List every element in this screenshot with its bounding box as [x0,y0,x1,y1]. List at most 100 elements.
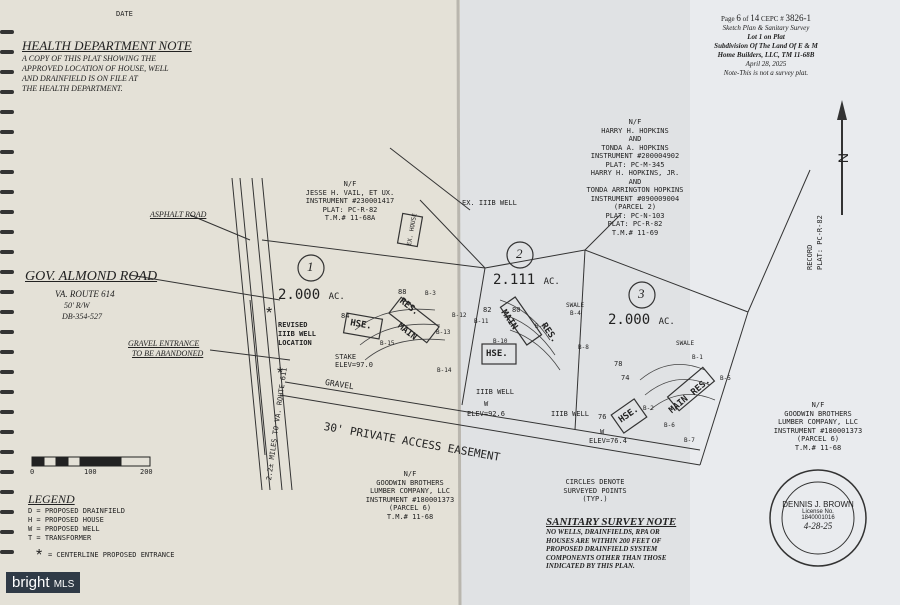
stake-line: STAKE [335,353,357,361]
page-number: 6 [736,13,741,23]
legend-centerline: = CENTERLINE PROPOSED ENTRANCE [48,551,175,559]
owner-line: T.M.# 11-68 [386,512,434,521]
scale-label: 100 [84,468,97,476]
legend-item: W = PROPOSED WELL [28,525,100,533]
house-label: HSE. [486,349,508,359]
owner-line: PLAT: PC-M-345 [605,160,665,169]
health-note-line: APPROVED LOCATION OF HOUSE, WELL [22,64,169,73]
contour-label: 78 [614,360,623,368]
boring-label: B-5 [720,375,731,382]
page-total: 14 [750,13,760,23]
watermark-suffix: MLS [53,579,75,590]
sanitary-survey-note: SANITARY SURVEY NOTE NO WELLS, DRAINFIEL… [546,516,676,571]
boring-label: B-15 [380,340,395,347]
boring-label: B-13 [436,329,451,336]
owner-line: N/F [811,401,825,409]
swale-label: SWALE [566,302,585,309]
road-right-of-way: 50' R/W [64,301,90,310]
boring-label: B-2 [643,405,654,412]
boring-label: B-4 [570,310,581,317]
owner-line: INSTRUMENT #230001417 [305,197,395,205]
owner-line: LUMBER COMPANY, LLC [777,418,859,426]
boring-label: B-6 [664,422,675,429]
elevation-label: ELEV=76.4 [589,437,627,445]
well-label: IIIB WELL [476,388,514,396]
well-marker: W [484,400,489,408]
lot-number: 2 [516,246,523,261]
owner-line: AND [628,135,642,143]
seal-date: 4-28-25 [803,521,833,531]
contour-label: 88 [398,288,407,296]
owner-line: JESSE H. VAIL, ET UX. [305,188,395,197]
gravel-entrance-label: GRAVEL ENTRANCE [128,339,200,348]
lot-number: 3 [638,286,645,301]
existing-well-label: EX. IIIB WELL [462,199,517,207]
owner-line: INSTRUMENT #090009004 [590,194,680,203]
circles-note-line: CIRCLES DENOTE [565,478,625,486]
watermark-brand: bright [12,574,50,591]
boring-label: B-8 [578,344,589,351]
sanitary-note-line: COMPONENTS OTHER THAN THOSE [546,553,667,562]
owner-line: HARRY H. HOPKINS, JR. [590,169,680,177]
owner-line: (PARCEL 6) [388,504,432,512]
owner-line: T.M.# 11-68A [324,214,376,222]
engineer-seal: DENNIS J. BROWN License No. 1840001016 4… [782,500,854,531]
owner-line: AND [628,177,642,186]
record-plat-line: PLAT: PC-R-82 [816,215,824,270]
legend: LEGEND D = PROPOSED DRAINFIELD H = PROPO… [28,492,125,543]
cepc-label: CEPC # [760,15,784,23]
owner-goodwin-bottom: N/F GOODWIN BROTHERS LUMBER COMPANY, LLC… [345,470,475,521]
owner-line: (PARCEL 2) [613,203,657,211]
scale-label: 0 [30,468,35,476]
stake-label: STAKE ELEV=97.0 [335,353,373,369]
lot-area-unit: AC. [658,317,675,327]
legend-item: D = PROPOSED DRAINFIELD [28,507,125,515]
owner-line: GOODWIN BROTHERS [784,409,852,418]
north-arrow-label: N [835,152,852,164]
revised-well-label: REVISED IIIB WELL LOCATION [278,321,316,348]
owner-line: PLAT: PC-R-82 [322,205,378,214]
owner-hopkins: N/F HARRY H. HOPKINS AND TONDA A. HOPKIN… [560,118,710,237]
lot-number: 1 [307,259,314,274]
lot-area-unit: AC. [328,292,345,302]
svg-text:*: * [36,547,42,564]
boring-label: B-9 [535,323,546,330]
asphalt-road-label: ASPHALT ROAD [150,210,207,219]
owner-line: N/F [343,180,357,188]
owner-goodwin-right: N/F GOODWIN BROTHERS LUMBER COMPANY, LLC… [758,401,878,452]
svg-text:*: * [277,365,283,382]
brightmls-watermark: bright MLS [6,572,81,593]
contour-label: 74 [621,374,630,382]
title-line: Note-This is not a survey plat. [723,69,809,77]
sanitary-note-line: INDICATED BY THIS PLAN. [546,562,635,570]
boring-label: B-10 [493,338,508,345]
sanitary-note-line: HOUSES ARE WITHIN 200 FEET OF [546,536,662,545]
lot-area: 2.111 AC. [493,272,560,288]
owner-line: LUMBER COMPANY, LLC [369,487,451,495]
contour-label: 84 [341,312,350,320]
owner-line: GOODWIN BROTHERS [376,478,444,487]
contour-label: 76 [598,413,607,421]
health-note-line: AND DRAINFIELD IS ON FILE AT [22,74,138,83]
legend-item: H = PROPOSED HOUSE [28,516,104,524]
title-line: April 28, 2025 [745,60,787,68]
legend-title: LEGEND [28,492,75,506]
title-block: Page 6 of 14 CEPC # 3826-1 Sketch Plan &… [706,14,826,78]
lot-area: 2.000 AC. [608,312,675,328]
circles-note: CIRCLES DENOTE SURVEYED POINTS (TYP.) [550,478,640,504]
owner-line: T.M.# 11-68 [794,443,842,452]
road-deed-book: DB-354-527 [62,312,102,321]
gravel-entrance-label: TO BE ABANDONED [132,349,204,358]
title-line: Home Builders, LLC, TM 11-68B [717,51,815,59]
owner-line: INSTRUMENT #180001373 [365,495,455,504]
revised-well-line: IIIB WELL [278,330,316,338]
swale-label: SWALE [676,340,695,347]
owner-line: (PARCEL 6) [796,435,840,443]
svg-text:*: * [266,305,272,322]
title-line: Lot 1 on Plat [747,33,785,41]
owner-line: INSTRUMENT #200004902 [590,152,680,160]
stake-line: ELEV=97.0 [335,361,373,369]
elevation-label: ELEV=92.6 [467,410,505,418]
